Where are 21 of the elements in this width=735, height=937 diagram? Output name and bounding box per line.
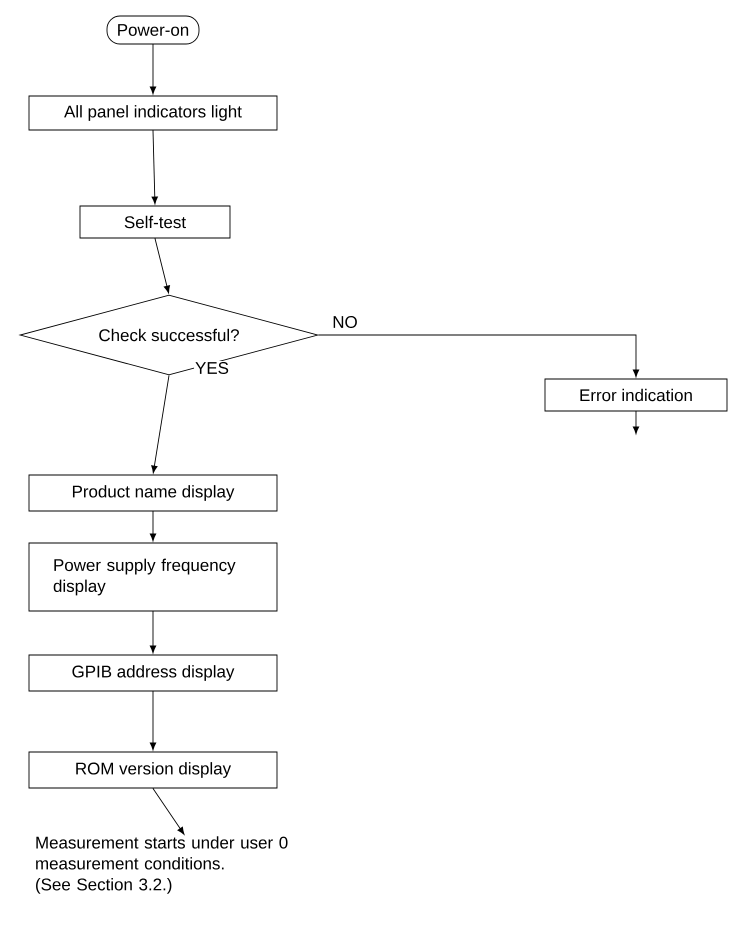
arrow bbox=[150, 691, 156, 750]
result-text: Measurement starts under user 0 measurement conditions. (See Section 3.2.) bbox=[36, 836, 288, 894]
process-box: Error indication bbox=[544, 378, 728, 412]
arrow bbox=[151, 375, 170, 474]
arrow bbox=[318, 334, 640, 378]
arrow bbox=[632, 411, 640, 434]
arrow bbox=[150, 511, 156, 542]
process-box: Self-test bbox=[80, 206, 230, 238]
edge-label: NO bbox=[331, 315, 359, 329]
start-terminal: Power-on bbox=[106, 16, 200, 44]
process-box: Product name display bbox=[28, 474, 278, 512]
arrow bbox=[152, 130, 158, 204]
process-box: All panel indicators light bbox=[28, 96, 278, 130]
edge-label: YES bbox=[194, 361, 230, 375]
process-box: ROM version display bbox=[28, 752, 278, 788]
process-box: Power supply frequency display bbox=[28, 542, 278, 612]
arrow bbox=[152, 788, 184, 835]
process-box: GPIB address display bbox=[28, 654, 278, 692]
arrow bbox=[150, 44, 156, 94]
arrow bbox=[150, 611, 156, 654]
arrow bbox=[154, 238, 170, 294]
